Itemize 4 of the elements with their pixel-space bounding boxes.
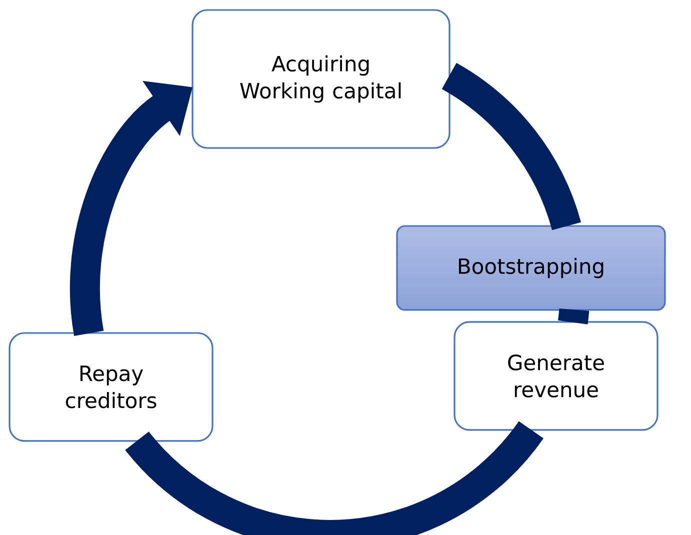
process-box: Acquiring Working capital bbox=[192, 9, 450, 149]
process-box: Repay creditors bbox=[8, 332, 214, 442]
process-box: Generate revenue bbox=[454, 321, 658, 431]
label-box: Bootstrapping bbox=[396, 225, 666, 311]
